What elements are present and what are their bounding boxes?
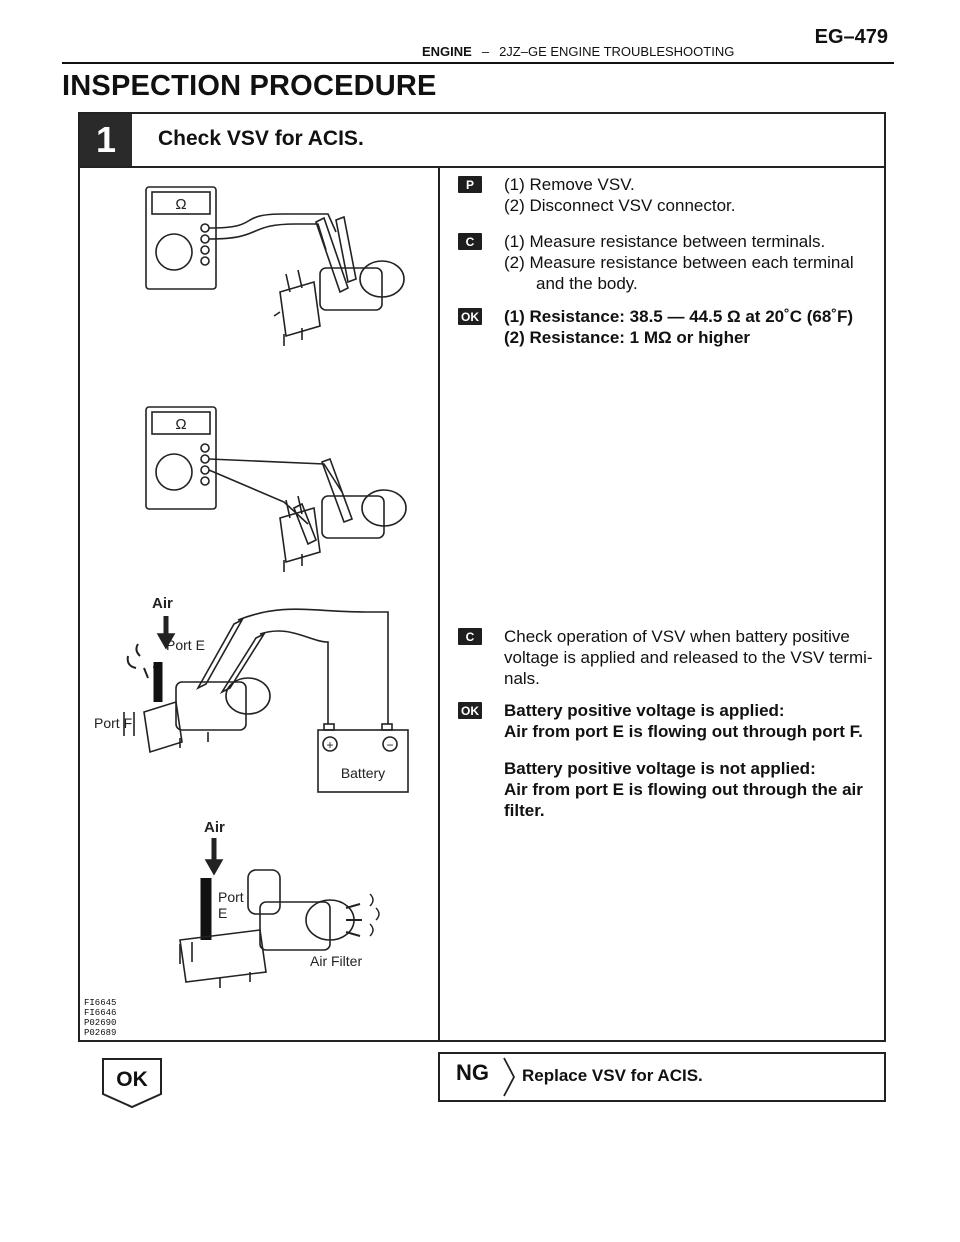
check1-step-2: (2) Measure resistance between each term…: [504, 253, 854, 272]
header-separator: –: [481, 44, 490, 59]
page-title: INSPECTION PROCEDURE: [62, 70, 437, 102]
check2-line-2: voltage is applied and released to the V…: [504, 648, 873, 667]
prepare-tag: P: [458, 176, 482, 193]
ok2-not-applied-text-1: Air from port E is flowing out through t…: [504, 780, 863, 799]
label-air-filter: Air Filter: [310, 953, 362, 969]
check2-line-3: nals.: [504, 669, 540, 688]
running-header: ENGINE–2JZ–GE ENGINE TROUBLESHOOTING: [422, 44, 734, 59]
step-number-badge: 1: [80, 114, 132, 166]
ok-result-label: OK: [116, 1068, 148, 1091]
ok1-resistance-1: (1) Resistance: 38.5 — 44.5 Ω at 20˚C (6…: [504, 307, 854, 326]
check2-line-1: Check operation of VSV when battery posi…: [504, 627, 850, 646]
figure-ids: FI6645 FI6646 P02690 P02689: [84, 998, 116, 1038]
ok2-not-applied-title: Battery positive voltage is not applied:: [504, 759, 816, 778]
vsv-illustration: Ω Ω Air Port E Port F: [94, 186, 409, 988]
chevron-right-icon: [503, 1057, 516, 1097]
ohmmeter-2: Ω: [145, 406, 343, 525]
ok2-not-applied-text-2: filter.: [504, 801, 545, 820]
vsv-body-1: [273, 215, 405, 346]
label-port-e-1: Port E: [166, 637, 205, 653]
battery-minus: −: [386, 738, 393, 752]
label-port-2: Port: [218, 889, 244, 905]
step-title: Check VSV for ACIS.: [158, 127, 364, 150]
battery-test: Air Port E Port F + − Battery: [94, 595, 409, 793]
ok-result-badge: OK: [102, 1058, 162, 1109]
ok2-applied-title: Battery positive voltage is applied:: [504, 701, 785, 720]
vsv-body-2: [279, 457, 407, 572]
prepare-step-2: (2) Disconnect VSV connector.: [504, 196, 736, 215]
ok2-applied-text: Air from port E is flowing out through p…: [504, 722, 863, 741]
meter-symbol-2: Ω: [175, 416, 186, 433]
label-port-f: Port F: [94, 715, 132, 731]
header-subsection: 2JZ–GE ENGINE TROUBLESHOOTING: [499, 44, 735, 59]
check1-step-2-cont: and the body.: [536, 274, 638, 293]
ok-tag-1: OK: [458, 308, 482, 325]
ok-tag-2: OK: [458, 702, 482, 719]
figure-id: FI6646: [84, 1008, 117, 1018]
header-section: ENGINE: [422, 44, 472, 59]
check1-step-1: (1) Measure resistance between terminals…: [504, 232, 826, 251]
header-rule: [62, 62, 894, 64]
ng-result-box: [438, 1052, 886, 1102]
label-e-2: E: [218, 905, 227, 921]
figure-id: P02689: [84, 1028, 117, 1038]
column-divider: [438, 168, 440, 1042]
check-tag-1: C: [458, 233, 482, 250]
air-filter-test: Air Port E Air Filter: [179, 819, 380, 988]
label-air-2: Air: [204, 819, 225, 836]
ng-label: NG: [456, 1060, 489, 1085]
label-air-1: Air: [152, 595, 173, 612]
ok1-resistance-2: (2) Resistance: 1 MΩ or higher: [504, 328, 751, 347]
step-header: [78, 112, 886, 168]
meter-symbol-1: Ω: [175, 196, 186, 213]
prepare-step-1: (1) Remove VSV.: [504, 175, 635, 194]
ohmmeter-1: Ω: [145, 186, 337, 290]
figure-id: FI6645: [84, 998, 117, 1008]
check-tag-2: C: [458, 628, 482, 645]
figure-id: P02690: [84, 1018, 117, 1028]
ng-action: Replace VSV for ACIS.: [522, 1066, 703, 1085]
page-code: EG–479: [814, 26, 888, 48]
label-battery: Battery: [341, 765, 385, 781]
battery-plus: +: [326, 738, 333, 752]
